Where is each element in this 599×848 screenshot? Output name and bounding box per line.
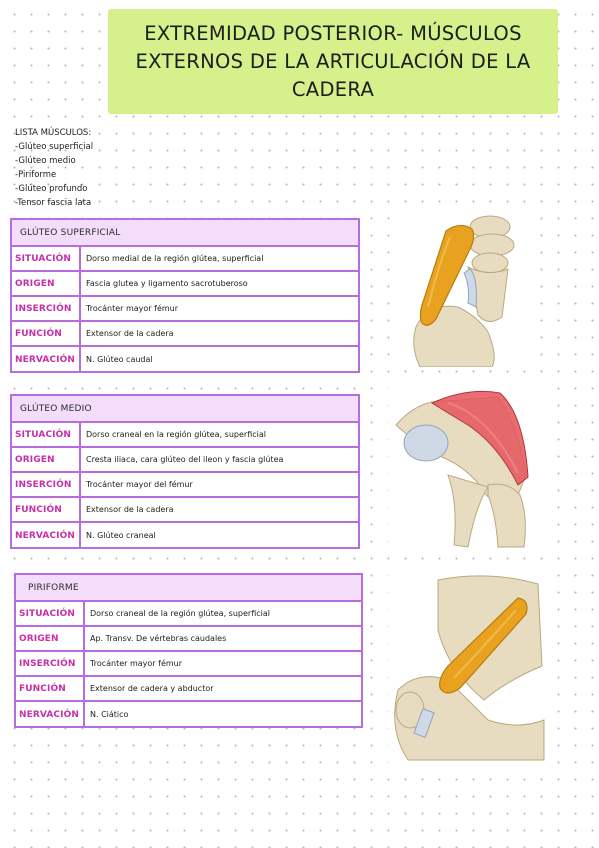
table-row: INSERCIÓN Trocánter mayor fémur <box>12 297 358 322</box>
muscle-list-item: -Glúteo medio <box>15 156 76 166</box>
row-label: NERVACIÓN <box>12 523 81 548</box>
row-value: Extensor de cadera y abductor <box>90 684 214 693</box>
table-row: INSERCIÓN Trocánter mayor del fémur <box>12 473 358 498</box>
card-title: PIRIFORME <box>16 575 361 602</box>
muscle-list-item: -Tensor fascia lata <box>15 198 92 208</box>
row-value: Fascia glutea y ligamento sacrotuberoso <box>86 279 248 288</box>
table-row: NERVACIÓN N. Glúteo craneal <box>12 523 358 548</box>
row-value: Extensor de la cadera <box>86 505 174 514</box>
row-label: ORIGEN <box>16 627 85 650</box>
row-label: FUNCIÓN <box>16 677 85 700</box>
row-label: ORIGEN <box>12 448 81 471</box>
table-row: ORIGEN Ap. Transv. De vértebras caudales <box>16 627 361 652</box>
row-label: SITUACIÓN <box>12 423 81 446</box>
muscle-list-item: -Glúteo profundo <box>15 184 88 194</box>
title-line-1: EXTREMIDAD POSTERIOR- MÚSCULOS <box>144 21 522 45</box>
row-label: FUNCIÓN <box>12 322 81 345</box>
table-row: SITUACIÓN Dorso craneal de la región glú… <box>16 602 361 627</box>
row-label: NERVACIÓN <box>16 702 85 727</box>
card-title: GLÚTEO MEDIO <box>12 396 358 423</box>
muscle-list-item: -Piriforme <box>15 170 57 180</box>
row-value: Trocánter mayor fémur <box>90 659 183 668</box>
gluteo-medio-illustration <box>388 385 546 555</box>
table-row: SITUACIÓN Dorso craneal en la región glú… <box>12 423 358 448</box>
row-value: Cresta iliaca, cara glúteo del ileon y f… <box>86 455 284 464</box>
row-label: NERVACIÓN <box>12 347 81 372</box>
table-row: FUNCIÓN Extensor de la cadera <box>12 322 358 347</box>
row-value: N. Glúteo craneal <box>86 531 156 540</box>
row-label: INSERCIÓN <box>12 297 81 320</box>
muscle-list: LISTA MÚSCULOS: -Glúteo superficial -Glú… <box>15 126 93 210</box>
card-title: GLÚTEO SUPERFICIAL <box>12 220 358 247</box>
row-value: N. Ciático <box>90 710 129 719</box>
piriforme-illustration <box>388 570 548 765</box>
row-label: INSERCIÓN <box>12 473 81 496</box>
table-row: INSERCIÓN Trocánter mayor fémur <box>16 652 361 677</box>
row-value: Trocánter mayor fémur <box>86 304 179 313</box>
page-title: EXTREMIDAD POSTERIOR- MÚSCULOS EXTERNOS … <box>123 20 543 104</box>
row-value: N. Glúteo caudal <box>86 355 153 364</box>
row-label: ORIGEN <box>12 272 81 295</box>
title-banner: EXTREMIDAD POSTERIOR- MÚSCULOS EXTERNOS … <box>108 9 558 114</box>
table-row: FUNCIÓN Extensor de cadera y abductor <box>16 677 361 702</box>
row-label: FUNCIÓN <box>12 498 81 521</box>
row-label: SITUACIÓN <box>16 602 85 625</box>
title-line-3: CADERA <box>291 77 375 101</box>
row-value: Extensor de la cadera <box>86 329 174 338</box>
row-value: Trocánter mayor del fémur <box>86 480 193 489</box>
row-value: Ap. Transv. De vértebras caudales <box>90 634 227 643</box>
row-label: INSERCIÓN <box>16 652 85 675</box>
card-piriforme: PIRIFORME SITUACIÓN Dorso craneal de la … <box>14 573 363 728</box>
row-label: SITUACIÓN <box>12 247 81 270</box>
muscle-list-item: -Glúteo superficial <box>15 142 94 152</box>
table-row: NERVACIÓN N. Ciático <box>16 702 361 727</box>
muscle-list-heading: LISTA MÚSCULOS: <box>15 128 92 138</box>
title-line-2: EXTERNOS DE LA ARTICULACIÓN DE LA <box>135 49 531 73</box>
card-gluteo-superficial: GLÚTEO SUPERFICIAL SITUACIÓN Dorso media… <box>10 218 360 373</box>
row-value: Dorso craneal de la región glútea, super… <box>90 609 270 618</box>
row-value: Dorso medial de la región glútea, superf… <box>86 254 264 263</box>
card-gluteo-medio: GLÚTEO MEDIO SITUACIÓN Dorso craneal en … <box>10 394 360 549</box>
table-row: NERVACIÓN N. Glúteo caudal <box>12 347 358 372</box>
table-row: ORIGEN Fascia glutea y ligamento sacrotu… <box>12 272 358 297</box>
row-value: Dorso craneal en la región glútea, super… <box>86 430 266 439</box>
table-row: SITUACIÓN Dorso medial de la región glút… <box>12 247 358 272</box>
gluteo-superficial-illustration <box>398 207 538 367</box>
table-row: ORIGEN Cresta iliaca, cara glúteo del il… <box>12 448 358 473</box>
table-row: FUNCIÓN Extensor de la cadera <box>12 498 358 523</box>
